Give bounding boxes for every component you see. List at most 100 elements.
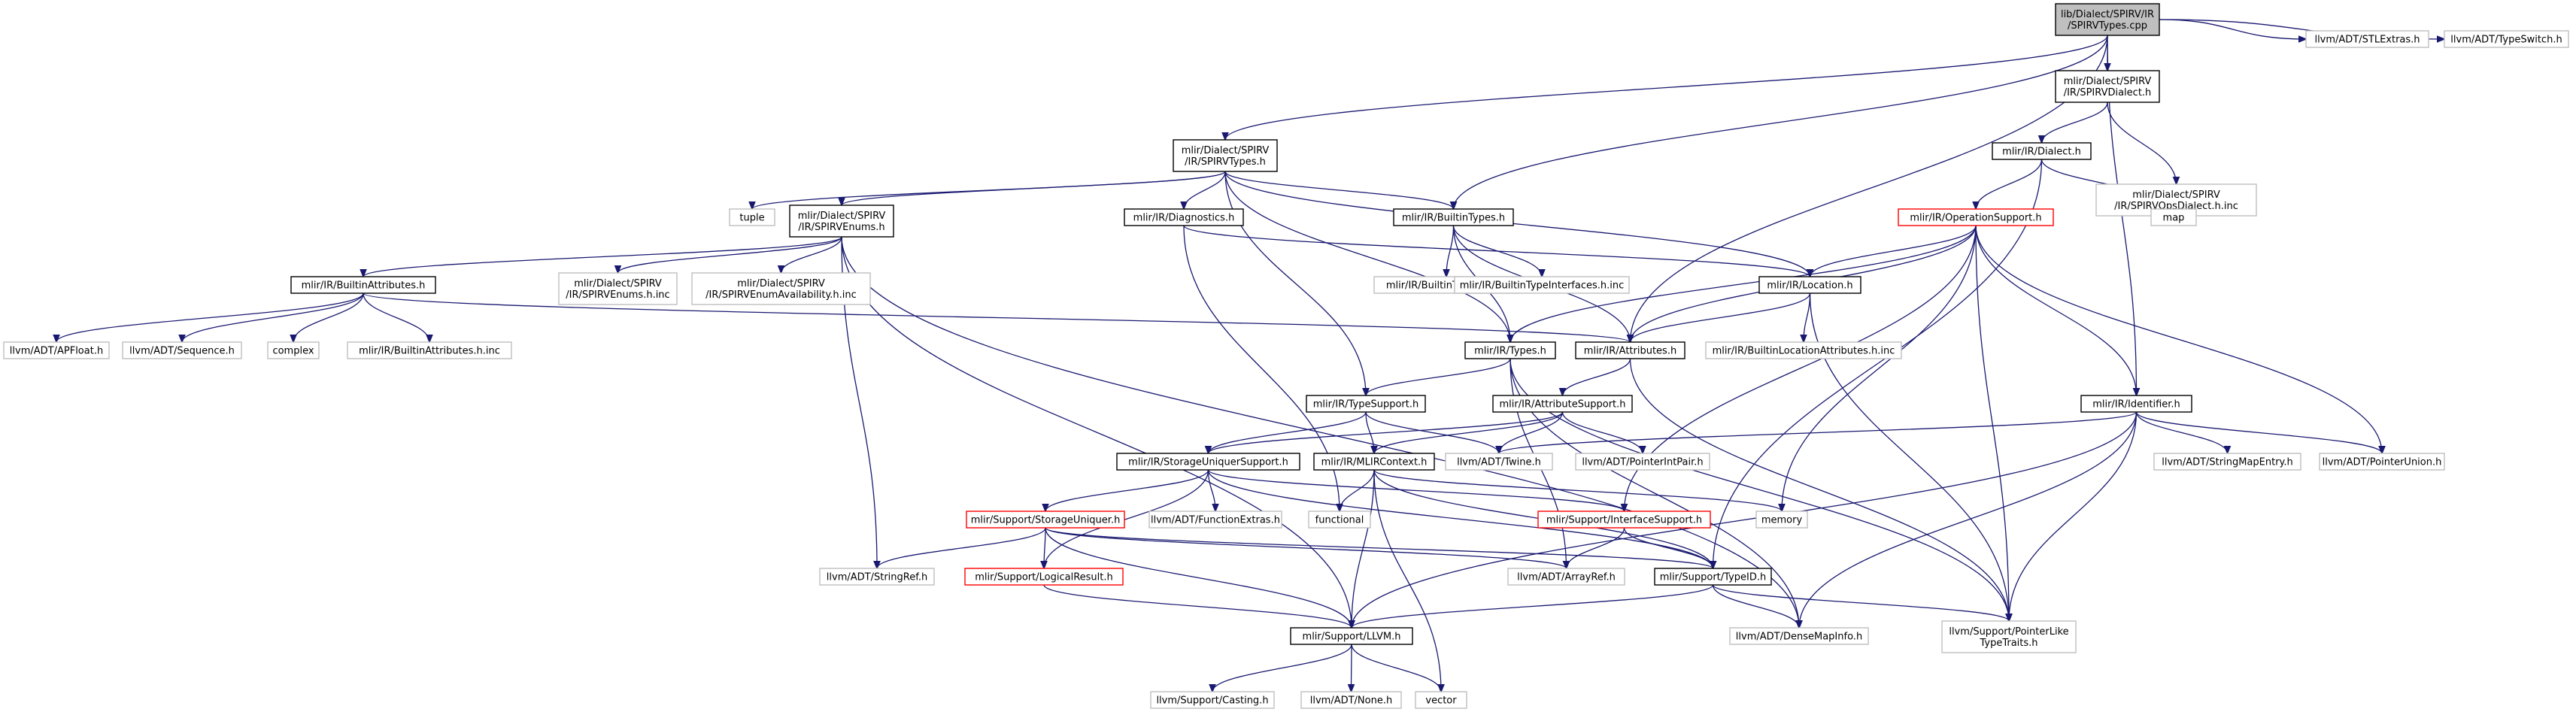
- edge-storagesupport-to-ifacesupport: [1207, 469, 1625, 511]
- node-label: llvm/ADT/StringRef.h: [827, 572, 927, 583]
- node-builtinattrs[interactable]: mlir/IR/BuiltinAttributes.h: [290, 276, 436, 294]
- node-spirvenums[interactable]: mlir/Dialect/SPIRV/IR/SPIRVEnums.h: [789, 205, 894, 238]
- edge-storageuniquer-to-logicalresult: [1044, 527, 1045, 568]
- node-spirvdialect[interactable]: mlir/Dialect/SPIRV/IR/SPIRVDialect.h: [2055, 70, 2160, 103]
- edge-builtintypes-to-builtintypesinc: [1446, 225, 1455, 277]
- edge-storageuniquer-to-stringref: [877, 527, 1046, 568]
- node-label: mlir/IR/MLIRContext.h: [1321, 457, 1428, 468]
- node-stringmapentry: llvm/ADT/StringMapEntry.h: [2153, 453, 2301, 471]
- node-functional: functional: [1308, 511, 1371, 529]
- node-label: mlir/Support/TypeID.h: [1660, 572, 1766, 583]
- node-box: [964, 568, 1124, 586]
- node-apfloat: llvm/ADT/APFloat.h: [3, 341, 110, 359]
- node-memory: memory: [1755, 511, 1808, 529]
- node-box: [558, 272, 678, 305]
- node-diagnostics[interactable]: mlir/IR/Diagnostics.h: [1124, 208, 1244, 226]
- node-label: llvm/Support/Casting.h: [1156, 695, 1268, 707]
- node-box: [729, 208, 775, 226]
- node-root[interactable]: lib/Dialect/SPIRV/IR/SPIRVTypes.cpp: [2055, 3, 2160, 36]
- node-mlircontext[interactable]: mlir/IR/MLIRContext.h: [1313, 453, 1435, 471]
- node-spirvtypes[interactable]: mlir/Dialect/SPIRV/IR/SPIRVTypes.h: [1173, 139, 1278, 172]
- edge-storageuniquer-to-arrayref: [1045, 527, 1567, 568]
- node-label: TypeTraits.h: [1979, 638, 2037, 649]
- edge-identifier-to-pointerunion: [2135, 411, 2383, 453]
- node-box: [1507, 568, 1625, 586]
- edge-storageuniquer-to-typeid: [1045, 527, 1713, 568]
- edge-mlircontext-to-memory: [1373, 469, 1782, 511]
- node-types[interactable]: mlir/IR/Types.h: [1464, 341, 1556, 359]
- edge-irdialect-to-typeid: [1713, 159, 2043, 568]
- node-label: mlir/IR/Diagnostics.h: [1133, 213, 1235, 224]
- node-box: [267, 341, 320, 359]
- node-map: map: [2150, 208, 2197, 226]
- node-box: [1454, 276, 1630, 294]
- edge-spirvdialect-to-irdialect: [2042, 101, 2108, 143]
- node-identifier[interactable]: mlir/IR/Identifier.h: [2080, 395, 2192, 413]
- node-box: [1300, 691, 1402, 709]
- node-box: [2055, 70, 2160, 103]
- node-opsupport[interactable]: mlir/IR/OperationSupport.h: [1898, 208, 2054, 226]
- node-none: llvm/ADT/None.h: [1300, 691, 1402, 709]
- node-attributes[interactable]: mlir/IR/Attributes.h: [1575, 341, 1685, 359]
- node-box: [1148, 511, 1282, 529]
- node-box: [2305, 30, 2429, 48]
- node-label: llvm/ADT/STLExtras.h: [2314, 35, 2420, 46]
- node-label: mlir/IR/Location.h: [1767, 280, 1852, 292]
- node-label: llvm/ADT/Twine.h: [1457, 457, 1541, 468]
- node-spirvopsdialect: mlir/Dialect/SPIRV/IR/SPIRVOpsDialect.h.…: [2095, 183, 2257, 217]
- node-label: mlir/IR/Dialect.h: [2002, 147, 2081, 158]
- edge-identifier-to-llvmh: [1352, 411, 2138, 628]
- node-box: [789, 205, 894, 238]
- node-builtintypeifaces: mlir/IR/BuiltinTypeInterfaces.h.inc: [1454, 276, 1630, 294]
- node-box: [2444, 30, 2569, 48]
- node-tuple: tuple: [729, 208, 775, 226]
- node-builtintypes[interactable]: mlir/IR/BuiltinTypes.h: [1393, 208, 1514, 226]
- node-spirvenumsinc: mlir/Dialect/SPIRV/IR/SPIRVEnums.h.inc: [558, 272, 678, 305]
- node-box: [3, 341, 110, 359]
- node-label: vector: [1425, 695, 1457, 707]
- edge-typesupport-to-mlircontext: [1365, 411, 1374, 453]
- node-label: /IR/SPIRVOpsDialect.h.inc: [2114, 201, 2238, 212]
- node-label: /SPIRVTypes.cpp: [2068, 20, 2147, 32]
- node-typeid[interactable]: mlir/Support/TypeID.h: [1654, 568, 1772, 586]
- edge-spirvenums-to-spirvenumavail: [781, 236, 842, 273]
- edge-spirvtypes-to-diagnostics: [1184, 171, 1226, 209]
- edge-builtintypes-to-builtintypeifaces: [1452, 225, 1543, 277]
- node-llvmh[interactable]: mlir/Support/LLVM.h: [1290, 627, 1413, 645]
- node-box: [1537, 511, 1711, 529]
- node-box: [1705, 341, 1902, 359]
- node-complex: complex: [267, 341, 320, 359]
- edge-opsupport-to-location: [1810, 225, 1977, 277]
- edge-logicalresult-to-llvmh: [1043, 584, 1352, 628]
- edge-typeid-to-densemapinfo: [1712, 584, 1800, 628]
- node-attrsupport[interactable]: mlir/IR/AttributeSupport.h: [1492, 395, 1633, 413]
- node-box: [1173, 139, 1278, 172]
- edge-storagesupport-to-functionextras: [1207, 469, 1216, 511]
- node-ifacesupport[interactable]: mlir/Support/InterfaceSupport.h: [1537, 511, 1711, 529]
- edge-storageuniquer-to-llvmh: [1045, 527, 1352, 628]
- edge-spirvdialect-to-spirvopsdialect: [2107, 101, 2177, 184]
- node-box: [290, 276, 436, 294]
- node-label: mlir/Support/LogicalResult.h: [975, 572, 1112, 583]
- node-functionextras: llvm/ADT/FunctionExtras.h: [1148, 511, 1282, 529]
- node-storageuniquer[interactable]: mlir/Support/StorageUniquer.h: [966, 511, 1125, 529]
- node-label: llvm/ADT/FunctionExtras.h: [1151, 515, 1280, 526]
- node-irdialect[interactable]: mlir/IR/Dialect.h: [1992, 142, 2092, 160]
- edge-builtinattrs-to-apfloat: [56, 292, 364, 342]
- node-storagesupport[interactable]: mlir/IR/StorageUniquerSupport.h: [1116, 453, 1300, 471]
- node-label: mlir/IR/TypeSupport.h: [1313, 399, 1418, 411]
- node-typesupport[interactable]: mlir/IR/TypeSupport.h: [1306, 395, 1426, 413]
- node-casting: llvm/Support/Casting.h: [1150, 691, 1275, 709]
- edge-builtinattrs-to-attributes: [363, 292, 1631, 342]
- node-label: memory: [1761, 515, 1803, 526]
- node-sequence: llvm/ADT/Sequence.h: [122, 341, 242, 359]
- node-location[interactable]: mlir/IR/Location.h: [1758, 276, 1861, 294]
- node-box: [2080, 395, 2192, 413]
- node-label: mlir/IR/Identifier.h: [2092, 399, 2180, 411]
- node-logicalresult[interactable]: mlir/Support/LogicalResult.h: [964, 568, 1124, 586]
- edge-location-to-builtinlocattrs: [1804, 292, 1811, 342]
- node-box: [347, 341, 512, 359]
- node-label: mlir/Dialect/SPIRV: [737, 278, 825, 289]
- node-label: mlir/IR/BuiltinAttributes.h.inc: [359, 346, 500, 357]
